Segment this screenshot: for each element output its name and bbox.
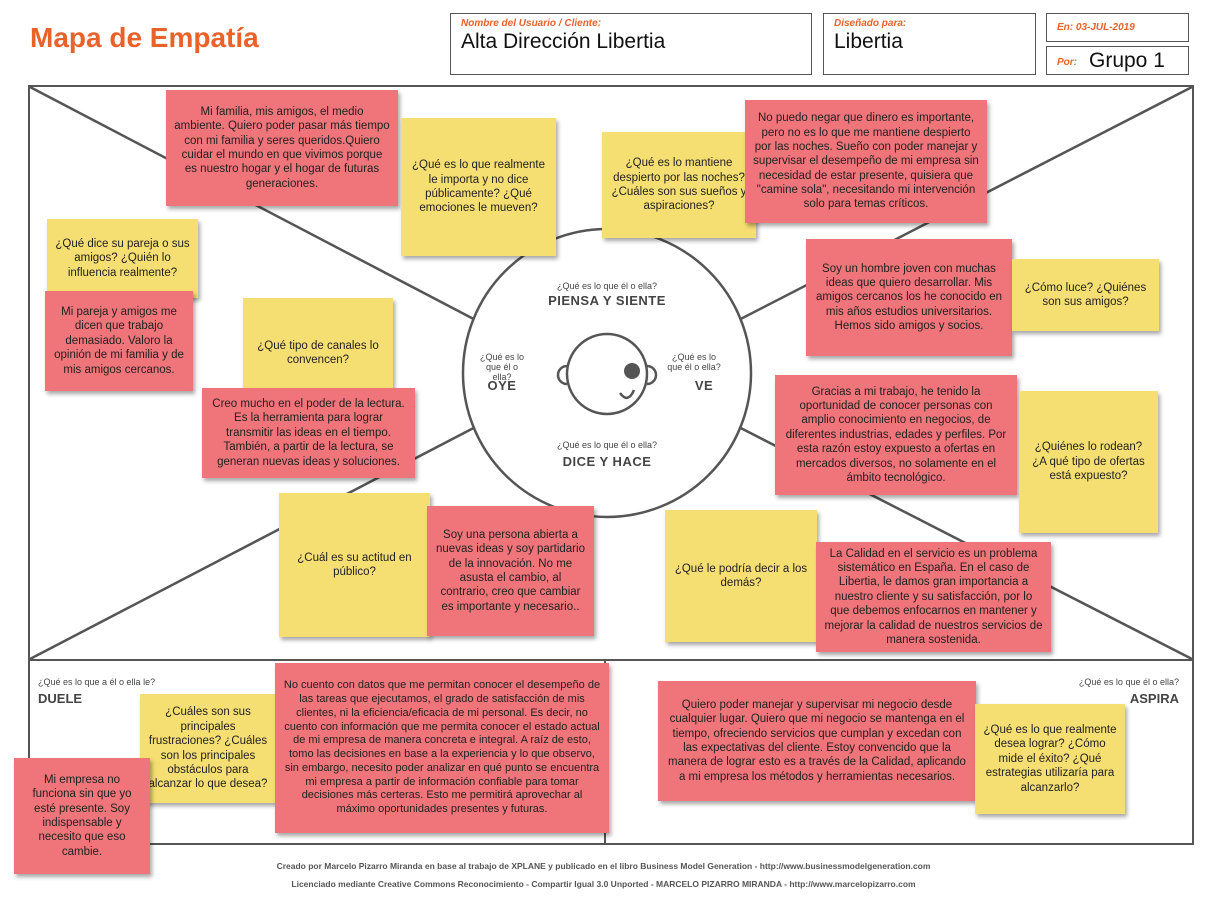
design-label: Diseñado para: [834,18,907,29]
footer-credit: Creado por Marcelo Pizarro Miranda en ba… [276,861,931,871]
note-dinero: No puedo negar que dinero es importante,… [745,100,987,223]
note-luce-question: ¿Cómo luce? ¿Quiénes son sus amigos? [1012,259,1159,331]
note-podria-question: ¿Qué le podría decir a los demás? [665,510,817,642]
note-lectura: Creo mucho en el poder de la lectura. Es… [202,388,415,478]
note-mantiene-question: ¿Qué es lo mantiene despierto por las no… [602,132,756,238]
note-trabajo: Gracias a mi trabajo, he tenido la oport… [775,375,1017,495]
by-box: Por: Grupo 1 [1046,46,1189,75]
dice-title: DICE Y HACE [562,454,652,469]
design-value: Libertia [834,30,903,53]
duele-title: DUELE [38,691,83,706]
by-label: Por: [1057,57,1077,68]
ve-question: ¿Qué es lo que él o ella? [667,352,721,372]
piensa-title: PIENSA Y SIENTE [548,293,666,308]
note-frustraciones-question: ¿Cuáles son sus principales frustracione… [140,694,276,803]
duele-question: ¿Qué es lo que a él o ella le? [38,677,156,687]
dice-question: ¿Qué es lo que él o ella? [556,440,658,450]
oye-title: OYE [487,378,517,393]
note-pareja-question: ¿Qué dice su pareja o sus amigos? ¿Quién… [47,219,198,298]
note-rodean-question: ¿Quiénes lo rodean? ¿A qué tipo de ofert… [1019,391,1158,533]
aspira-question: ¿Qué es lo que él o ella? [1078,677,1179,687]
date-label: En: 03-JUL-2019 [1057,22,1135,33]
date-box: En: 03-JUL-2019 [1046,13,1189,42]
note-abierta: Soy una persona abierta a nuevas ideas y… [427,506,594,636]
note-actitud-question: ¿Cuál es su actitud en público? [279,493,430,637]
note-pareja: Mi pareja y amigos me dicen que trabajo … [45,291,193,391]
note-importa-question: ¿Qué es lo que realmente le importa y no… [401,118,556,256]
note-joven: Soy un hombre joven con muchas ideas que… [806,239,1012,356]
by-value: Grupo 1 [1089,49,1165,72]
note-exito-question: ¿Qué es lo que realmente desea lograr? ¿… [975,704,1125,814]
note-familia: Mi familia, mis amigos, el medio ambient… [166,90,398,206]
footer-license: Licenciado mediante Creative Commons Rec… [291,879,916,889]
page-title: Mapa de Empatía [30,22,259,53]
user-box: Nombre del Usuario / Cliente: Alta Direc… [450,13,812,75]
user-value: Alta Dirección Libertia [461,30,666,53]
note-calidad: La Calidad en el servicio es un problema… [816,542,1051,652]
aspira-title: ASPIRA [1129,691,1179,706]
note-datos: No cuento con datos que me permitan cono… [275,663,609,833]
note-funciona: Mi empresa no funciona sin que yo esté p… [14,758,150,874]
face-icon [556,332,658,416]
user-label: Nombre del Usuario / Cliente: [461,18,602,29]
note-manejar: Quiero poder manejar y supervisar mi neg… [658,681,976,801]
oye-question: ¿Qué es lo que él o ella? [479,352,525,382]
piensa-question: ¿Qué es lo que él o ella? [556,281,658,291]
design-box: Diseñado para: Libertia [823,13,1036,75]
ve-title: VE [694,378,714,393]
